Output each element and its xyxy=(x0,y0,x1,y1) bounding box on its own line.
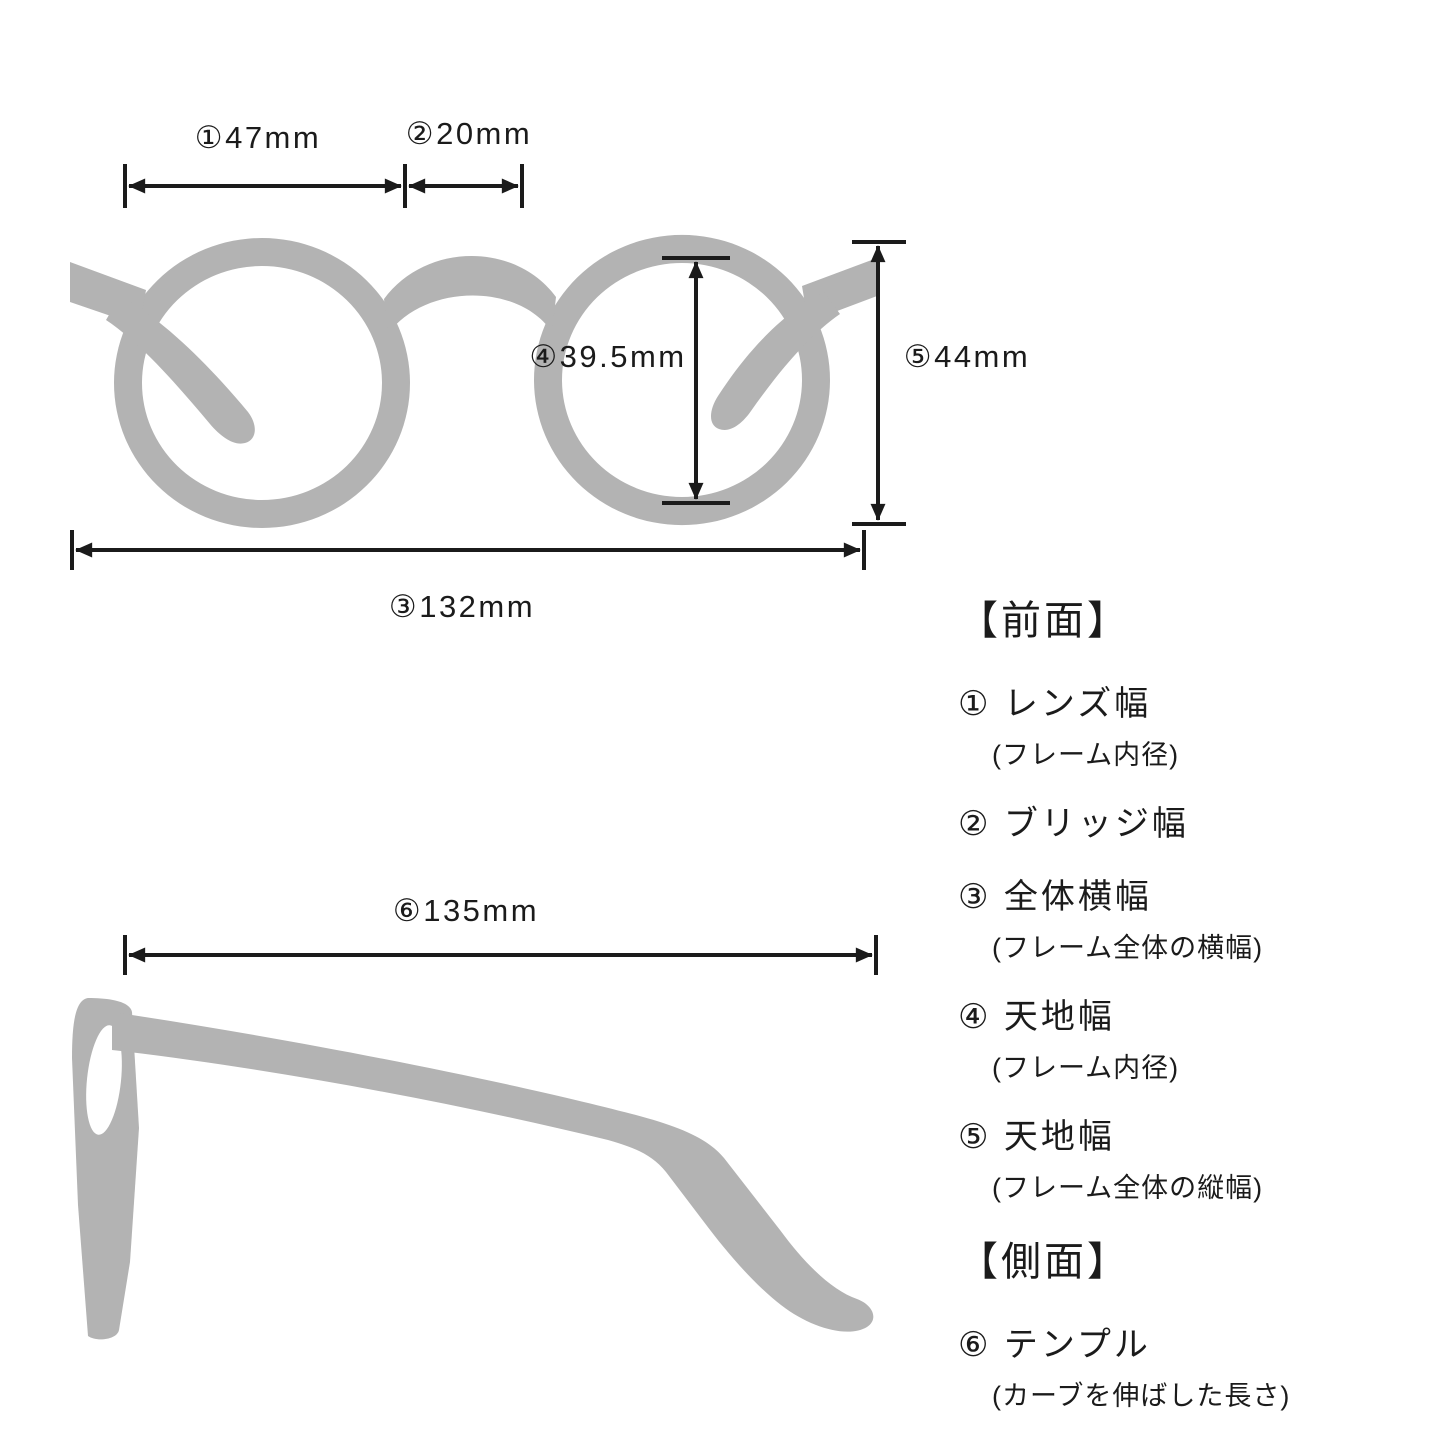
legend-item-note: (フレーム内径) xyxy=(992,740,1180,770)
dim-label-bridge-width: ②20mm xyxy=(405,116,533,151)
front-view-glasses xyxy=(70,234,877,528)
side-view-glasses xyxy=(72,998,874,1340)
legend-side-title: 【側面】 xyxy=(958,1240,1130,1284)
front-left-lens xyxy=(114,238,410,528)
legend-item-note: (フレーム全体の縦幅) xyxy=(992,1173,1264,1203)
legend-front-title: 【前面】 xyxy=(958,599,1130,643)
legend-item-note: (フレーム全体の横幅) xyxy=(992,933,1264,963)
dim-label-lens-width: ①47mm xyxy=(194,120,322,155)
dim-label-temple-length: ⑥135mm xyxy=(392,893,540,928)
front-right-temple-folded xyxy=(711,292,840,430)
legend-item-label: ① レンズ幅 xyxy=(958,685,1152,723)
dim-lens-height-arrow xyxy=(662,256,730,505)
legend: 【前面】 ① レンズ幅 (フレーム内径) ② ブリッジ幅 ③ 全体横幅 (フレー… xyxy=(958,588,1428,1437)
legend-item-total-width: ③ 全体横幅 (フレーム全体の横幅) xyxy=(958,869,1428,965)
front-right-lens xyxy=(533,234,831,526)
legend-item-bridge-width: ② ブリッジ幅 xyxy=(958,796,1428,845)
legend-item-label: ⑥ テンプル xyxy=(958,1326,1151,1364)
front-bridge xyxy=(384,255,556,334)
legend-item-frame-height: ⑤ 天地幅 (フレーム全体の縦幅) xyxy=(958,1109,1428,1205)
side-temple-arm xyxy=(112,1012,874,1332)
legend-item-lens-height: ④ 天地幅 (フレーム内径) xyxy=(958,989,1428,1085)
dim-lens-width-arrow xyxy=(123,164,407,208)
legend-item-note: (フレーム内径) xyxy=(992,1053,1180,1083)
legend-item-label: ⑤ 天地幅 xyxy=(958,1118,1115,1156)
legend-item-temple-length: ⑥ テンプル (カーブを伸ばした長さ) xyxy=(958,1317,1428,1413)
legend-item-note: (カーブを伸ばした長さ) xyxy=(992,1381,1291,1411)
legend-item-label: ③ 全体横幅 xyxy=(958,878,1152,916)
front-left-temple-folded xyxy=(106,296,255,444)
legend-item-label: ② ブリッジ幅 xyxy=(958,805,1189,843)
dim-frame-height-arrow xyxy=(852,240,906,526)
dimension-lines xyxy=(70,164,906,975)
dim-temple-length-arrow xyxy=(123,935,878,975)
dim-label-lens-height: ④39.5mm xyxy=(529,339,687,374)
legend-item-label: ④ 天地幅 xyxy=(958,998,1115,1036)
dim-label-frame-height: ⑤44mm xyxy=(903,339,1031,374)
dim-bridge-width-arrow xyxy=(408,164,524,208)
side-lens-edge xyxy=(86,1025,122,1135)
dim-label-total-width: ③132mm xyxy=(388,589,536,624)
legend-item-lens-width: ① レンズ幅 (フレーム内径) xyxy=(958,676,1428,772)
dim-total-width-arrow xyxy=(70,530,866,570)
